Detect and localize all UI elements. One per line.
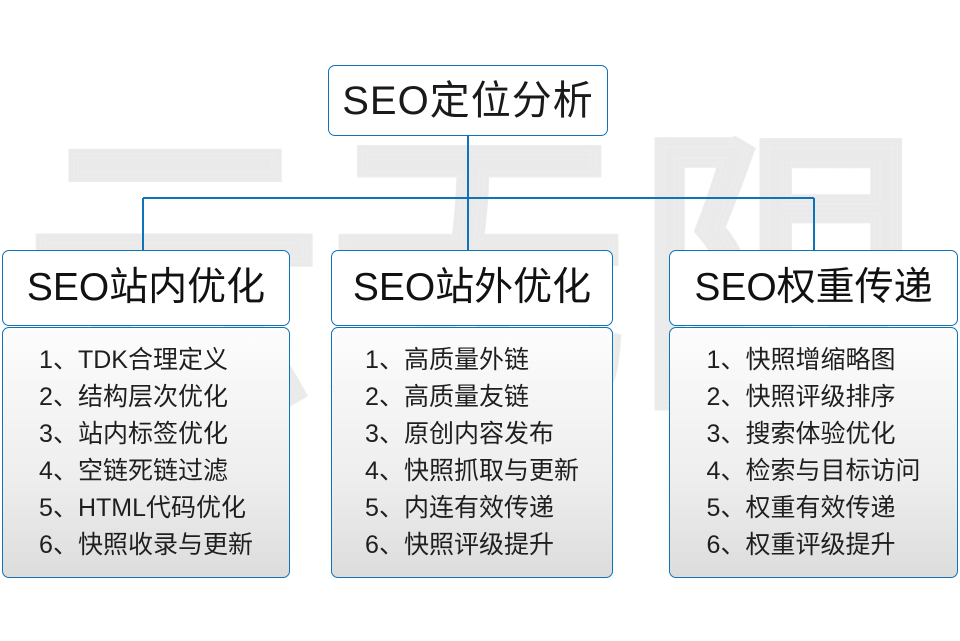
list-item-separator: 、 (378, 383, 404, 411)
list-item: 2、结构层次优化 (39, 379, 253, 416)
list-item-separator: 、 (52, 420, 78, 448)
list-item-index: 5 (365, 494, 379, 522)
list-item-separator: 、 (378, 346, 404, 374)
list-item: 4、检索与目标访问 (707, 453, 921, 490)
list-item-index: 2 (706, 383, 721, 411)
branch-column-2: SEO权重传递 1、快照增缩略图 2、快照评级排序 3、搜索体验优化 4、检索与… (669, 250, 958, 578)
list-item-index: 1 (365, 346, 379, 374)
list-item-separator: 、 (52, 531, 78, 559)
list-item: 4、空链死链过滤 (39, 453, 253, 490)
list-item-separator: 、 (720, 346, 746, 374)
list-item: 3、站内标签优化 (39, 416, 253, 453)
list-item-separator: 、 (378, 494, 404, 522)
list-item-index: 6 (706, 531, 721, 559)
list-item-text: 检索与目标访问 (745, 457, 921, 485)
list-item-text: 搜索体验优化 (745, 420, 896, 448)
branch-header-label-2: SEO权重传递 (694, 266, 933, 309)
branch-column-1: SEO站外优化 1、高质量外链 2、高质量友链 3、原创内容发布 4、快照抓取与… (331, 250, 613, 578)
list-item-index: 2 (365, 383, 379, 411)
list-item-separator: 、 (52, 457, 78, 485)
list-item-separator: 、 (378, 457, 404, 485)
list-item-index: 3 (365, 420, 379, 448)
list-item: 6、权重评级提升 (707, 527, 921, 564)
list-item-separator: 、 (378, 531, 404, 559)
list-item-text: 内连有效传递 (403, 494, 554, 522)
list-item-text: 原创内容发布 (403, 420, 554, 448)
list-item: 1、快照增缩略图 (707, 342, 921, 379)
branch-header-2[interactable]: SEO权重传递 (669, 250, 958, 326)
list-item-text: 权重有效传递 (745, 494, 896, 522)
list-item-text: 快照抓取与更新 (403, 457, 579, 485)
list-item-separator: 、 (52, 383, 78, 411)
list-item-index: 3 (39, 420, 53, 448)
root-node-title: SEO定位分析 (342, 78, 594, 123)
list-item: 3、搜索体验优化 (707, 416, 921, 453)
branch-list-0: 1、TDK合理定义 2、结构层次优化 3、站内标签优化 4、空链死链过滤 5、H… (39, 342, 253, 564)
list-item-text: 高质量友链 (403, 383, 529, 411)
list-item-text: TDK合理定义 (77, 346, 228, 374)
list-item-separator: 、 (720, 457, 746, 485)
branch-body-0: 1、TDK合理定义 2、结构层次优化 3、站内标签优化 4、空链死链过滤 5、H… (2, 327, 290, 578)
list-item-text: 快照收录与更新 (77, 531, 253, 559)
list-item-separator: 、 (720, 494, 746, 522)
branch-header-label-1: SEO站外优化 (352, 266, 592, 309)
branch-body-2: 1、快照增缩略图 2、快照评级排序 3、搜索体验优化 4、检索与目标访问 5、权… (669, 327, 958, 578)
list-item-text: HTML代码优化 (77, 494, 247, 522)
branch-list-1: 1、高质量外链 2、高质量友链 3、原创内容发布 4、快照抓取与更新 5、内连有… (365, 342, 579, 564)
root-node[interactable]: SEO定位分析 (328, 65, 608, 136)
list-item-text: 站内标签优化 (77, 420, 228, 448)
branch-header-0[interactable]: SEO站内优化 (2, 250, 290, 326)
list-item: 5、内连有效传递 (365, 490, 579, 527)
list-item-index: 4 (365, 457, 379, 485)
list-item-index: 4 (39, 457, 53, 485)
list-item: 3、原创内容发布 (365, 416, 579, 453)
list-item: 5、权重有效传递 (707, 490, 921, 527)
list-item-separator: 、 (52, 494, 78, 522)
list-item-separator: 、 (720, 383, 746, 411)
list-item: 2、快照评级排序 (707, 379, 921, 416)
list-item-index: 6 (365, 531, 379, 559)
list-item: 1、TDK合理定义 (39, 342, 253, 379)
list-item-text: 权重评级提升 (745, 531, 896, 559)
list-item-separator: 、 (52, 346, 78, 374)
list-item: 5、HTML代码优化 (39, 490, 253, 527)
list-item-separator: 、 (720, 420, 746, 448)
list-item-separator: 、 (378, 420, 404, 448)
list-item-text: 结构层次优化 (77, 383, 228, 411)
list-item-text: 快照评级排序 (745, 383, 896, 411)
list-item-index: 5 (706, 494, 721, 522)
branch-column-0: SEO站内优化 1、TDK合理定义 2、结构层次优化 3、站内标签优化 4、空链… (2, 250, 290, 578)
list-item-index: 1 (706, 346, 721, 374)
branch-list-2: 1、快照增缩略图 2、快照评级排序 3、搜索体验优化 4、检索与目标访问 5、权… (707, 342, 921, 564)
list-item-text: 快照评级提升 (403, 531, 554, 559)
list-item-index: 4 (706, 457, 721, 485)
list-item: 6、快照收录与更新 (39, 527, 253, 564)
list-item-index: 3 (706, 420, 721, 448)
branch-header-label-0: SEO站内优化 (26, 266, 266, 309)
list-item: 6、快照评级提升 (365, 527, 579, 564)
list-item-index: 1 (39, 346, 53, 374)
list-item-index: 5 (39, 494, 53, 522)
list-item-index: 2 (39, 383, 53, 411)
list-item-text: 快照增缩略图 (745, 346, 896, 374)
list-item: 2、高质量友链 (365, 379, 579, 416)
list-item-text: 空链死链过滤 (77, 457, 228, 485)
list-item-index: 6 (39, 531, 53, 559)
list-item: 4、快照抓取与更新 (365, 453, 579, 490)
list-item-separator: 、 (720, 531, 746, 559)
list-item-text: 高质量外链 (403, 346, 529, 374)
list-item: 1、高质量外链 (365, 342, 579, 379)
branch-body-1: 1、高质量外链 2、高质量友链 3、原创内容发布 4、快照抓取与更新 5、内连有… (331, 327, 613, 578)
branch-header-1[interactable]: SEO站外优化 (331, 250, 613, 326)
